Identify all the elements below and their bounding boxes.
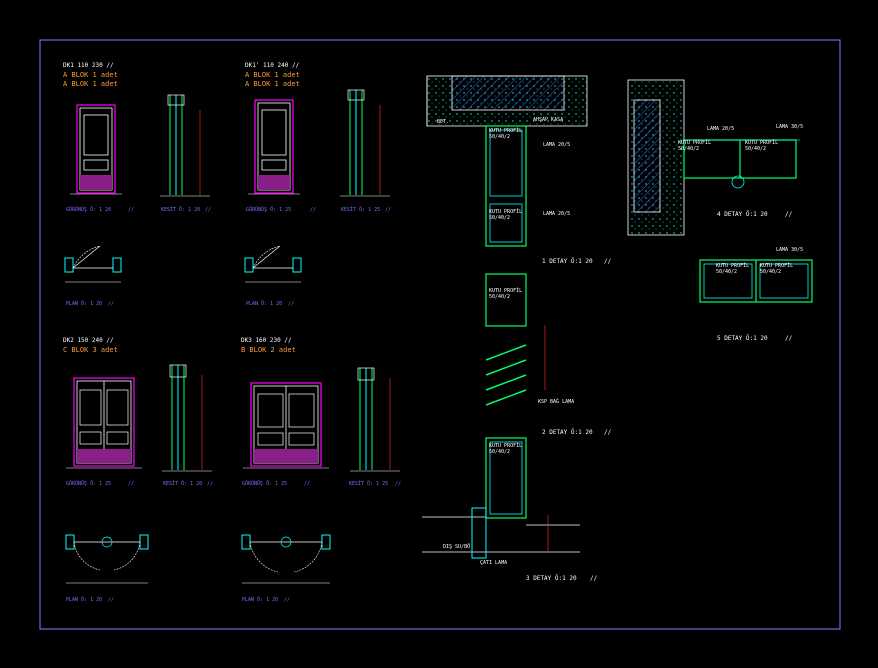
annotation-kutu-3: KUTU PROFİL bbox=[489, 288, 523, 294]
label-dk1b-kesit-mark: // bbox=[385, 207, 392, 213]
label-dk1b-kesit: KESİT Ö: 1 25 bbox=[341, 207, 381, 213]
label-dk3-plan-mark: // bbox=[284, 597, 291, 603]
annotation-d4-kutu-size-2: 50/40/2 bbox=[745, 146, 767, 152]
annotation-d4-kutu-1: KUTU PROFİL bbox=[678, 140, 712, 146]
annotation-d5-kutu-size-1: 50/40/2 bbox=[716, 269, 738, 275]
door-dk2-plan bbox=[65, 534, 149, 584]
annotation-d4-kutu-size-1: 50/40/2 bbox=[678, 146, 700, 152]
door-dk1a-line2: A BLOK 1 adet bbox=[63, 80, 118, 88]
detail-4-title: 4 DETAY Ö:1 20 bbox=[717, 211, 768, 218]
label-dk1b-plan-mark: // bbox=[288, 301, 295, 307]
label-dk1b-plan: PLAN Ö: 1 20 bbox=[246, 301, 283, 307]
annotation-d5-kutu-size-2: 50/40/2 bbox=[760, 269, 782, 275]
label-dk2-plan: PLAN Ö: 1 20 bbox=[66, 597, 103, 603]
annotation-kutu-size-3: 50/40/2 bbox=[489, 294, 511, 300]
door-dk2-section bbox=[162, 364, 212, 472]
door-dk1b-elevation bbox=[248, 99, 300, 195]
annotation-ahsap: AHŞAP KASA bbox=[533, 117, 564, 123]
annotation-lama-1: LAMA 20/5 bbox=[543, 142, 571, 148]
label-dk3-kesit-mark: // bbox=[395, 481, 402, 487]
label-dk1a-plan-mark: // bbox=[108, 301, 115, 307]
door-dk3-section bbox=[350, 367, 400, 472]
label-dk1b-gorunus-mark: // bbox=[310, 207, 317, 213]
door-dk1b-line1: A BLOK 1 adet bbox=[245, 71, 300, 79]
annotation-d4-lama-2: LAMA 30/5 bbox=[776, 124, 804, 130]
annotation-kutu-size-2: 50/40/2 bbox=[489, 215, 511, 221]
label-dk1b-gorunus: GÖRÜNÜŞ Ö: 1 25 bbox=[246, 207, 292, 213]
door-dk3-line1: B BLOK 2 adet bbox=[241, 346, 296, 354]
label-dk1a-plan: PLAN Ö: 1 20 bbox=[66, 301, 103, 307]
label-dk2-plan-mark: // bbox=[108, 597, 115, 603]
annotation-lama-2: LAMA 20/5 bbox=[543, 211, 571, 217]
detail-3-mark: // bbox=[590, 575, 598, 582]
detail-5-title: 5 DETAY Ö:1 20 bbox=[717, 335, 768, 342]
annotation-d5-lama: LAMA 30/5 bbox=[776, 247, 804, 253]
annotation-bet-1: BET. bbox=[437, 119, 450, 125]
label-dk1a-kesit-mark: // bbox=[205, 207, 212, 213]
door-dk1b-section bbox=[340, 89, 390, 197]
door-dk2-code: DK2 150 240 // bbox=[63, 337, 114, 344]
wall-section-detail bbox=[422, 75, 588, 559]
door-dk3-plan bbox=[241, 534, 331, 584]
annotation-d4-kutu-2: KUTU PROFİL bbox=[745, 140, 779, 146]
label-dk3-kesit: KESİT Ö: 1 25 bbox=[349, 481, 389, 487]
detail-2-title: 2 DETAY Ö:1 20 bbox=[542, 429, 593, 436]
door-dk3-elevation bbox=[243, 382, 329, 469]
annotation-dis: DIŞ SU/BÖ bbox=[443, 544, 471, 550]
detail-2-mark: // bbox=[604, 429, 612, 436]
door-dk1a-section bbox=[160, 94, 210, 197]
detail-3-title: 3 DETAY Ö:1 20 bbox=[526, 575, 577, 582]
annotation-ksp: KSP BAĞ LAMA bbox=[538, 399, 575, 405]
label-dk2-kesit-mark: // bbox=[207, 481, 214, 487]
annotation-kutu-2: KUTU PROFİL bbox=[489, 209, 523, 215]
label-dk1a-kesit: KESİT Ö: 1 20 bbox=[161, 207, 201, 213]
door-dk3-code: DK3 160 230 // bbox=[241, 337, 292, 344]
detail-5-drawing bbox=[699, 259, 813, 303]
door-dk1a-code: DK1 110 230 // bbox=[63, 62, 114, 69]
annotation-kutu-size-4: 50/40/2 bbox=[489, 449, 511, 455]
detail-1-mark: // bbox=[604, 258, 612, 265]
annotation-d5-kutu-1: KUTU PROFİL bbox=[716, 263, 750, 269]
sheet-frame bbox=[39, 39, 841, 630]
door-dk1b-code: DK1' 110 240 // bbox=[245, 62, 300, 69]
door-dk1a-line1: A BLOK 1 adet bbox=[63, 71, 118, 79]
label-dk2-kesit: KESİT Ö: 1 20 bbox=[163, 481, 203, 487]
label-dk1a-gorunus-mark: // bbox=[128, 207, 135, 213]
annotation-kutu-size-1: 50/40/2 bbox=[489, 134, 511, 140]
annotation-kutu-1: KUTU PROFİL bbox=[489, 128, 523, 134]
label-dk3-gorunus-mark: // bbox=[304, 481, 311, 487]
door-dk1b-line2: A BLOK 1 adet bbox=[245, 80, 300, 88]
detail-4-mark: // bbox=[785, 211, 793, 218]
annotation-d5-kutu-2: KUTU PROFİL bbox=[760, 263, 794, 269]
label-dk3-gorunus: GÖRÜNÜŞ Ö: 1 25 bbox=[242, 481, 288, 487]
detail-1-title: 1 DETAY Ö:1 20 bbox=[542, 258, 593, 265]
door-dk1a-plan bbox=[64, 245, 122, 283]
label-dk3-plan: PLAN Ö: 1 20 bbox=[242, 597, 279, 603]
door-dk1b-plan bbox=[244, 245, 302, 283]
detail-4-drawing bbox=[627, 79, 800, 236]
annotation-cati: ÇATI LAMA bbox=[480, 560, 508, 566]
annotation-d4-lama-1: LAMA 20/5 bbox=[707, 126, 735, 132]
door-dk2-line1: C BLOK 3 adet bbox=[63, 346, 118, 354]
door-dk1a-elevation bbox=[70, 104, 122, 195]
annotation-kutu-4: KUTU PROFİL bbox=[489, 443, 523, 449]
detail-5-mark: // bbox=[785, 335, 793, 342]
label-dk1a-gorunus: GÖRÜNÜŞ Ö: 1 20 bbox=[66, 207, 112, 213]
door-dk2-elevation bbox=[66, 377, 142, 469]
label-dk2-gorunus: GÖRÜNÜŞ Ö: 1 25 bbox=[66, 481, 112, 487]
label-dk2-gorunus-mark: // bbox=[128, 481, 135, 487]
